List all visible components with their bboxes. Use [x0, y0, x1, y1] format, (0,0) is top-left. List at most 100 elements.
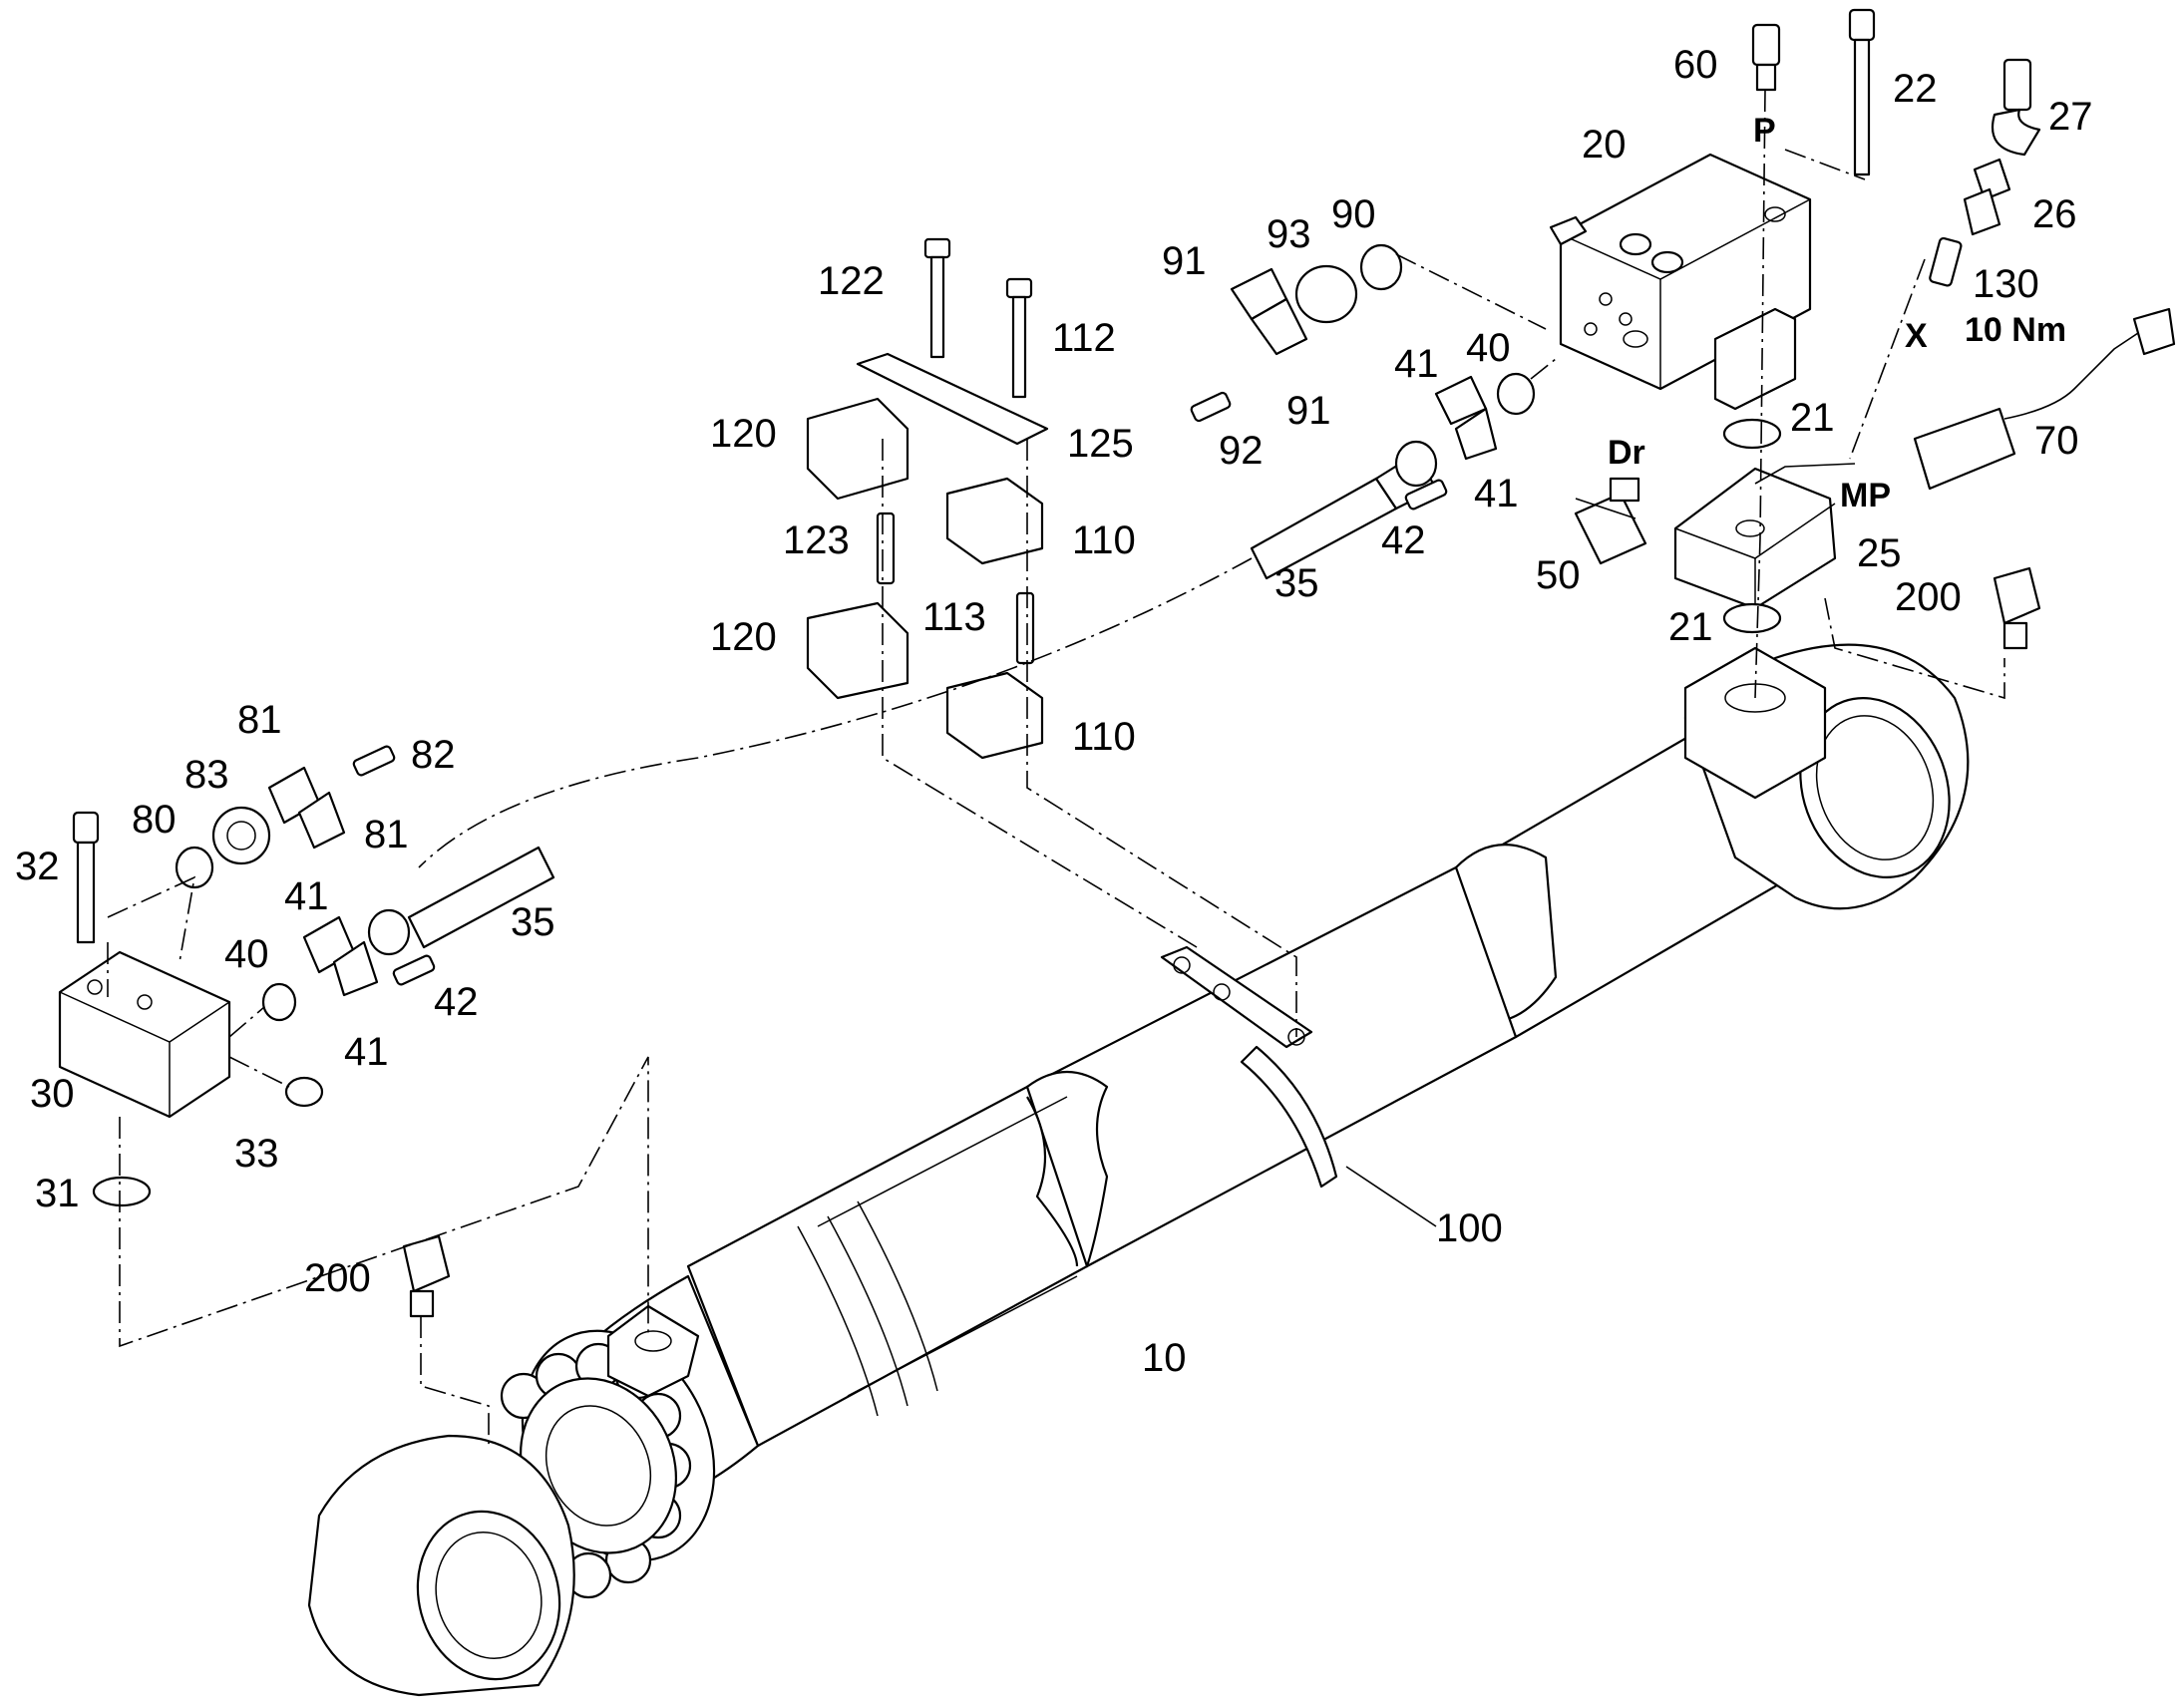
- label-92: 92: [1219, 429, 1264, 473]
- label-110-lower: 110: [1072, 715, 1136, 759]
- label-41-lower-b: 41: [344, 1030, 389, 1074]
- oring-90: [1359, 243, 1403, 291]
- label-123: 123: [783, 518, 850, 562]
- oring-80: [175, 846, 214, 889]
- label-112: 112: [1052, 316, 1116, 360]
- pin-113: [1015, 591, 1035, 665]
- plate-125: [856, 352, 1049, 446]
- label-27: 27: [2048, 95, 2093, 139]
- label-81-upper: 81: [237, 698, 282, 742]
- label-80: 80: [132, 798, 177, 842]
- label-130: 130: [1973, 262, 2039, 306]
- oring-40-upper: [1496, 372, 1536, 416]
- flange-41-upper: [1434, 375, 1498, 461]
- bolt-32: [72, 811, 100, 944]
- label-70: 70: [2034, 419, 2079, 463]
- label-33: 33: [234, 1132, 279, 1176]
- label-93: 93: [1267, 212, 1311, 256]
- flange-41-lower: [302, 915, 379, 997]
- label-32: 32: [15, 845, 60, 888]
- label-91-upper: 91: [1162, 239, 1207, 283]
- label-120-upper: 120: [710, 412, 777, 456]
- cylinder-10: [307, 643, 1970, 1697]
- label-83: 83: [184, 753, 229, 797]
- label-port-p: P: [1753, 112, 1776, 150]
- label-22: 22: [1893, 67, 1938, 111]
- label-21-lower: 21: [1668, 605, 1713, 649]
- plate-25: [1673, 467, 1837, 610]
- clamp-100: [1160, 945, 1338, 1189]
- clamp-half-120-upper: [806, 397, 909, 501]
- label-60: 60: [1673, 43, 1718, 87]
- label-10: 10: [1142, 1336, 1187, 1380]
- seal-83: [211, 806, 271, 865]
- label-port-mp: MP: [1840, 477, 1891, 514]
- label-41-lower-a: 41: [284, 874, 329, 918]
- label-90: 90: [1331, 192, 1376, 236]
- label-20: 20: [1582, 123, 1627, 167]
- label-35-lower: 35: [511, 900, 555, 944]
- label-120-lower: 120: [710, 615, 777, 659]
- label-100: 100: [1436, 1206, 1503, 1250]
- label-125: 125: [1067, 422, 1134, 466]
- fitting-200-lower: [402, 1234, 451, 1318]
- label-41-upper-a: 41: [1394, 342, 1439, 386]
- fitting-60: [1751, 23, 1781, 92]
- valve-block-20: [1549, 153, 1812, 411]
- oring-31: [92, 1176, 152, 1207]
- label-26: 26: [2032, 192, 2077, 236]
- clamp-half-110-upper: [945, 477, 1044, 565]
- pin-123: [876, 512, 896, 585]
- part-labels: 60 22 27 26 130 10 Nm X P 20 93 90 91 91…: [15, 43, 2093, 1380]
- label-port-x: X: [1905, 317, 1928, 355]
- label-port-dr: Dr: [1608, 434, 1645, 472]
- screw-42-lower: [392, 954, 436, 986]
- label-35-upper: 35: [1274, 561, 1319, 605]
- clamp-half-110-lower: [945, 671, 1044, 760]
- label-91-lower: 91: [1286, 389, 1331, 433]
- oring-21-upper: [1722, 418, 1782, 450]
- bolt-112: [1005, 277, 1033, 399]
- screw-42-upper: [1404, 479, 1448, 511]
- label-42-upper: 42: [1381, 518, 1426, 562]
- label-42-lower: 42: [434, 980, 479, 1024]
- clamp-half-120-lower: [806, 601, 909, 700]
- bolt-22: [1848, 8, 1876, 176]
- label-200-upper: 200: [1895, 575, 1962, 619]
- fitting-130: [1929, 236, 1963, 287]
- flange-91-upper: [1230, 267, 1308, 356]
- seal-93: [1294, 264, 1358, 324]
- screw-92: [1190, 391, 1232, 423]
- label-40-upper: 40: [1466, 326, 1511, 370]
- label-122: 122: [818, 259, 885, 303]
- label-40-lower: 40: [224, 932, 269, 976]
- label-113: 113: [922, 595, 986, 639]
- plug-33: [284, 1076, 324, 1108]
- adapter-26: [1963, 158, 2011, 236]
- sensor-70: [1913, 307, 2176, 491]
- block-30: [58, 950, 231, 1119]
- assembly-lines: [107, 89, 2005, 1446]
- label-30: 30: [30, 1072, 75, 1116]
- bolt-122: [923, 237, 951, 359]
- flange-81: [267, 766, 346, 850]
- label-25: 25: [1857, 531, 1902, 575]
- label-82: 82: [411, 733, 456, 777]
- oring-40-lower: [261, 982, 297, 1022]
- elbow-27: [1991, 58, 2041, 157]
- label-41-upper-b: 41: [1474, 472, 1519, 515]
- fitting-50: [1574, 477, 1647, 565]
- label-torque: 10 Nm: [1965, 311, 2066, 349]
- hose-35-lower: [367, 846, 555, 956]
- label-200-lower: 200: [304, 1256, 371, 1300]
- fitting-200-upper: [1993, 566, 2041, 650]
- leader-lines: [1345, 463, 1856, 1227]
- label-81-lower: 81: [364, 813, 409, 856]
- label-50: 50: [1536, 553, 1581, 597]
- screw-82: [352, 745, 396, 777]
- label-31: 31: [35, 1172, 80, 1215]
- label-21-upper: 21: [1790, 396, 1835, 440]
- oring-21-lower: [1722, 602, 1782, 634]
- label-110-upper: 110: [1072, 518, 1136, 562]
